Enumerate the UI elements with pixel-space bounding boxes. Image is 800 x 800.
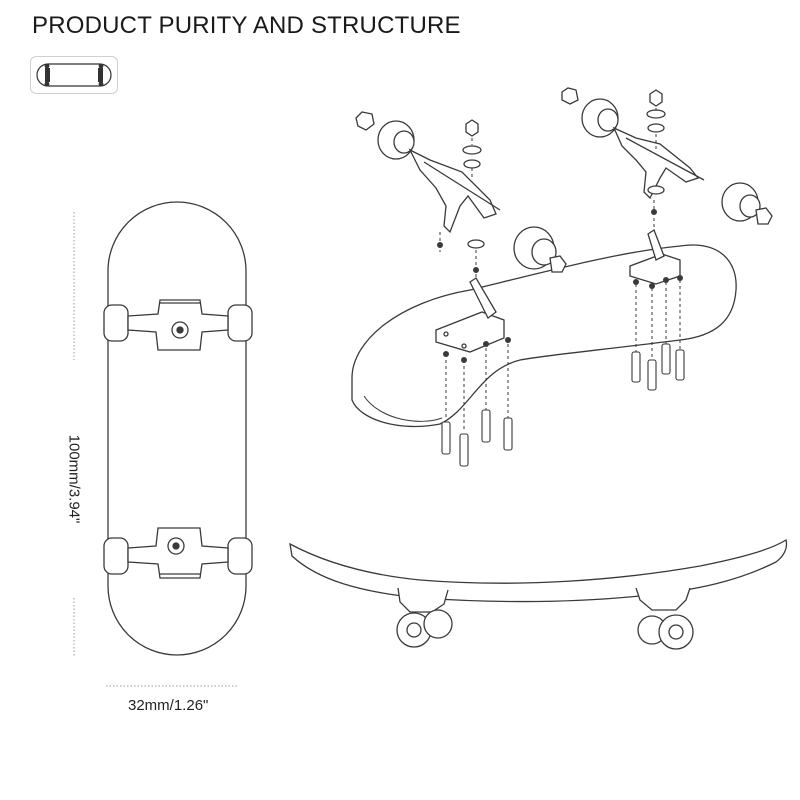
- hanger-icon: [408, 148, 497, 234]
- hanger-icon: [612, 126, 700, 200]
- side-view-front-truck: [397, 587, 449, 613]
- washer-icon: [646, 109, 666, 119]
- bushing-icon: [467, 239, 485, 249]
- bushing-icon: [647, 185, 665, 195]
- axle-nut-icon: [355, 111, 375, 131]
- top-view-rear-truck: [103, 527, 253, 579]
- kingpin-nut-icon: [649, 89, 663, 107]
- kingpin-nut-icon: [465, 119, 479, 137]
- mounting-screw-icon: [647, 359, 657, 391]
- rear-truck-screws: [631, 343, 685, 391]
- mounting-screw-icon: [459, 433, 469, 467]
- front-truck-nuts: [437, 242, 511, 363]
- mounting-screw-icon: [631, 351, 641, 383]
- bushing-icon: [647, 123, 665, 133]
- axle-nut-icon: [561, 87, 579, 105]
- mounting-screw-icon: [503, 417, 513, 451]
- mounting-screw-icon: [675, 349, 685, 381]
- side-view-skateboard: [289, 538, 788, 650]
- page-title: PRODUCT PURITY AND STRUCTURE: [32, 12, 461, 39]
- mounting-screw-icon: [441, 421, 451, 455]
- top-view-skateboard: [103, 201, 253, 656]
- axle-nut-icon: [755, 207, 773, 225]
- axle-nut-icon: [549, 255, 567, 273]
- mounting-screw-icon: [481, 409, 491, 443]
- side-view-deck: [289, 538, 788, 603]
- bushing-icon: [463, 159, 481, 169]
- rear-truck-nuts: [633, 209, 683, 289]
- height-dimension-label: 100mm/3.94": [65, 434, 83, 524]
- width-dimension-label: 32mm/1.26": [128, 697, 209, 714]
- top-view-front-truck: [103, 299, 253, 351]
- top-view-deck: [107, 201, 247, 656]
- mounting-screw-icon: [661, 343, 671, 375]
- side-view-rear-truck: [635, 587, 691, 611]
- skateboard-thumbnail-icon: [36, 63, 112, 87]
- washer-icon: [462, 145, 482, 155]
- exploded-deck: [351, 244, 737, 428]
- front-truck-dash-lines: [439, 138, 509, 432]
- front-truck-screws: [441, 409, 513, 467]
- skateboard-thumbnail[interactable]: [30, 56, 118, 94]
